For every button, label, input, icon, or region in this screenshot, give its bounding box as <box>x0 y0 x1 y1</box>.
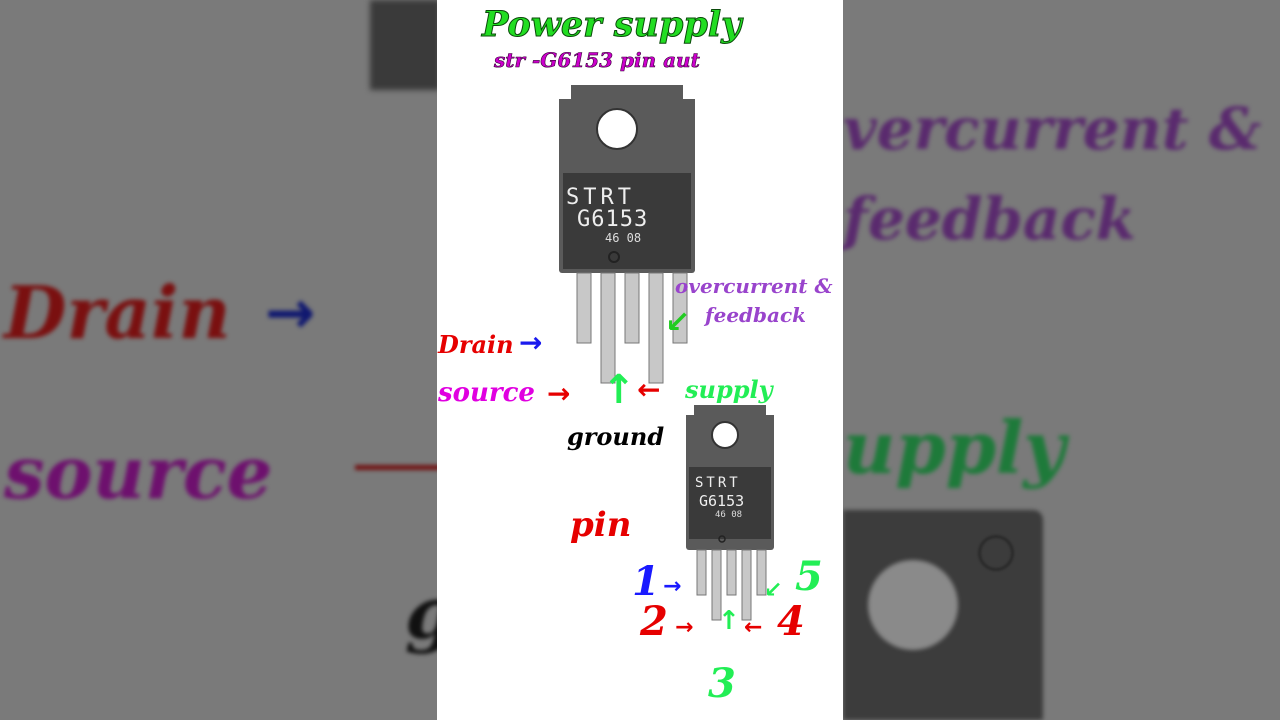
page-subtitle: str -G6153 pin aut <box>494 48 700 73</box>
pin-5-arrow: ↙ <box>764 578 783 603</box>
left-blurred-background: Drain → source g <box>0 0 437 720</box>
bg-source-arrow <box>355 465 437 470</box>
supply-label: supply <box>685 375 773 404</box>
overcurrent-label: overcurrent & <box>675 274 833 298</box>
pin-2-number: 2 <box>640 598 668 645</box>
pin-3-number: 3 <box>708 660 736 707</box>
right-blurred-background: vercurrent & feedback upply <box>843 0 1280 720</box>
pin-2-arrow: → <box>675 615 694 640</box>
large-chip-image <box>559 85 695 384</box>
bg-drain-text: Drain <box>4 270 231 355</box>
bg-g-text: g <box>405 570 437 655</box>
bg-feedback-text: feedback <box>843 185 1136 253</box>
large-chip-marking-3: 46 08 <box>605 231 642 245</box>
source-label: source <box>438 378 535 408</box>
page-title: Power supply <box>481 4 742 46</box>
pin-label: pin <box>570 505 632 545</box>
bg-supply-text: upply <box>843 405 1066 490</box>
small-chip-image <box>686 405 774 621</box>
bg-drain-arrow: → <box>265 278 316 348</box>
source-arrow: → <box>547 377 571 410</box>
pin-1-number: 1 <box>632 558 660 605</box>
ground-arrow: ↑ <box>602 367 636 413</box>
bg-chip-dot-right <box>978 535 1014 571</box>
small-chip-marking-2: G6153 <box>699 492 745 510</box>
bg-chip-hole-right <box>868 560 958 650</box>
drain-label: Drain <box>438 330 514 359</box>
pin-4-arrow: ← <box>744 615 763 640</box>
bg-chip-shadow-left <box>370 0 437 90</box>
bg-source-text: source <box>4 430 273 515</box>
small-chip-marking-1: STRT <box>695 475 741 491</box>
drain-arrow: → <box>519 326 543 359</box>
pin-3-arrow: ↑ <box>718 606 740 636</box>
feedback-label: feedback <box>705 303 807 327</box>
small-chip-marking-3: 46 08 <box>715 510 743 520</box>
pin-5-number: 5 <box>795 553 823 600</box>
large-chip-marking-2: G6153 <box>577 207 649 232</box>
supply-arrow: ← <box>637 373 661 406</box>
overcurrent-arrow: ↙ <box>665 305 691 340</box>
bg-overcurrent-text: vercurrent & <box>843 95 1262 163</box>
content-panel: Power supply str -G6153 pin aut STRT G61… <box>437 0 843 720</box>
pin-4-number: 4 <box>777 598 805 645</box>
ground-label: ground <box>567 422 665 451</box>
large-chip-marking-1: STRT <box>566 185 635 210</box>
pin-1-arrow: → <box>663 574 682 599</box>
